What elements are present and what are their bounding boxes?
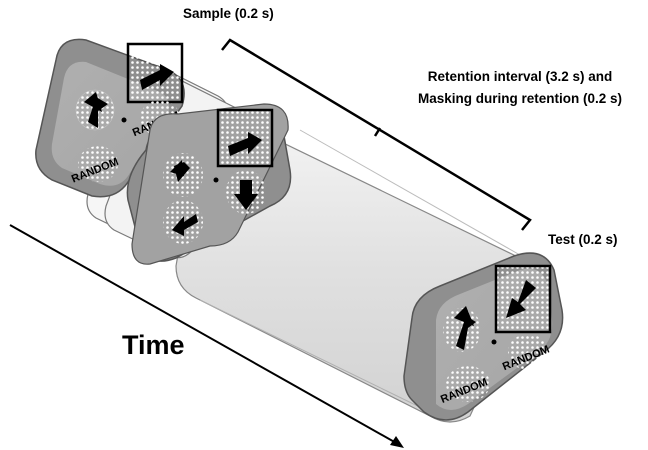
test-quad-random-1: RANDOM: [501, 334, 551, 373]
test-quad-up-arrow: [443, 306, 481, 352]
mask-quad-cued-right-arrow: [216, 108, 274, 168]
time-label: Time: [122, 330, 185, 360]
mask-quad-up-left-arrow: [163, 153, 203, 197]
sample-label: Sample (0.2 s): [183, 6, 274, 21]
mask-quad-down-arrow: [226, 170, 266, 214]
retention-label-line2: Masking during retention (0.2 s): [417, 91, 623, 106]
sample-quad-random-2: RANDOM: [70, 146, 120, 186]
test-label: Test (0.2 s): [548, 232, 618, 247]
sample-frame: RANDOM RANDOM: [35, 38, 185, 198]
mask-frame: [126, 103, 292, 265]
retention-bracket: [221, 38, 532, 231]
sample-quad-up-arrow: [75, 89, 115, 131]
test-frame: RANDOM RANDOM: [403, 252, 564, 421]
retention-label-line1: Retention interval (3.2 s) and: [427, 69, 613, 84]
mask-quad-left-arrow: [163, 200, 203, 244]
time-axis-arrow: [9, 224, 404, 448]
test-quad-cued-down-left-arrow: [494, 264, 552, 334]
sample-quad-cued-right-arrow: [126, 42, 184, 104]
test-fixation-dot: [491, 339, 497, 345]
mask-fixation-dot: [213, 177, 219, 183]
sample-fixation-dot: [121, 117, 127, 123]
retention-label: Retention interval (3.2 s) and Masking d…: [392, 66, 648, 110]
